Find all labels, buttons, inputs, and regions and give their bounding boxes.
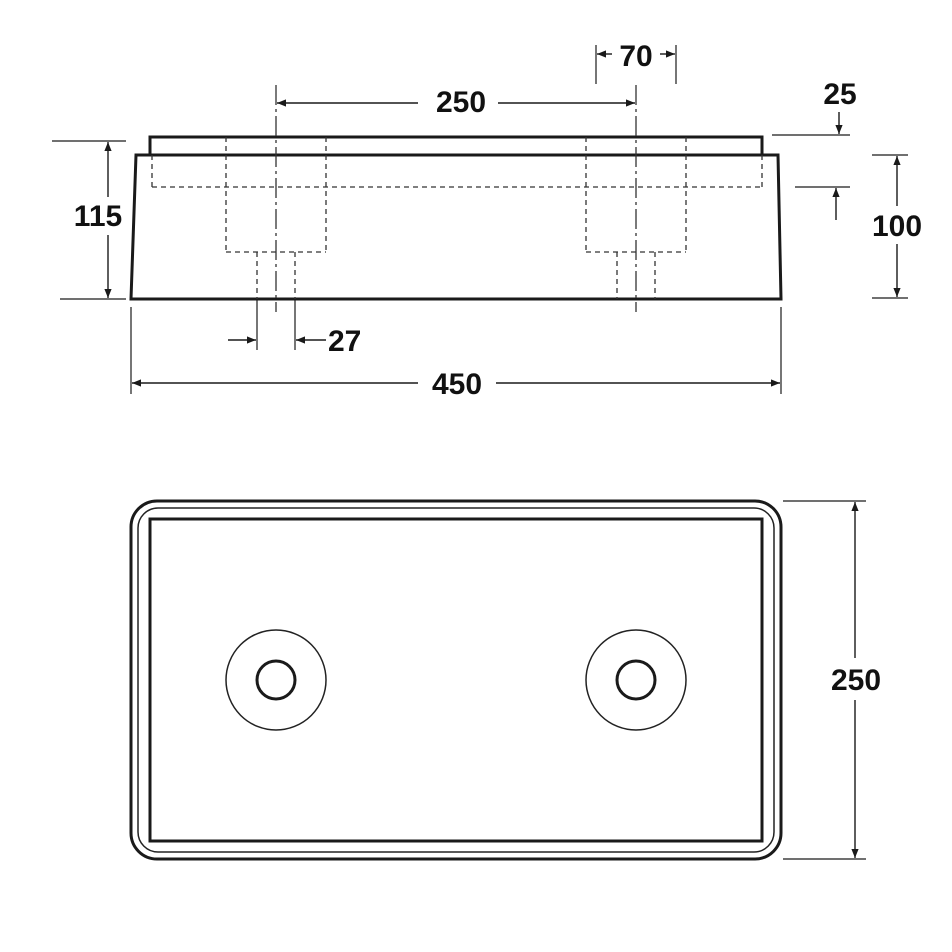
side-view-body <box>129 153 783 301</box>
dimension-length-label: 450 <box>432 368 482 401</box>
dimension-top-step-label: 25 <box>823 78 856 111</box>
dimension-pitch: 250 <box>277 86 635 119</box>
dimension-hole: 27 <box>228 300 361 358</box>
dimension-width: 250 <box>783 500 881 860</box>
bolt-hole-left <box>225 629 327 731</box>
top-view <box>129 499 783 861</box>
dimension-total-height-label: 115 <box>74 200 122 233</box>
dimension-body-height-label: 100 <box>872 210 922 243</box>
top-view-outer-outline <box>129 499 783 861</box>
dimension-top-step: 25 <box>772 78 857 220</box>
side-view <box>129 85 783 312</box>
bolt-hole-right <box>585 629 687 731</box>
dimension-total-height: 115 <box>52 140 126 300</box>
dimension-hole-label: 27 <box>328 325 361 358</box>
dimension-bore-label: 70 <box>619 40 652 73</box>
top-view-outer-edge <box>137 507 775 853</box>
top-view-inner-step <box>148 517 764 843</box>
dimension-width-label: 250 <box>831 664 881 697</box>
dimension-pitch-label: 250 <box>436 86 486 119</box>
side-view-top-step <box>148 135 764 155</box>
dimension-bore: 70 <box>595 40 677 84</box>
dimension-length: 450 <box>130 307 782 401</box>
dimension-body-height: 100 <box>872 154 922 299</box>
